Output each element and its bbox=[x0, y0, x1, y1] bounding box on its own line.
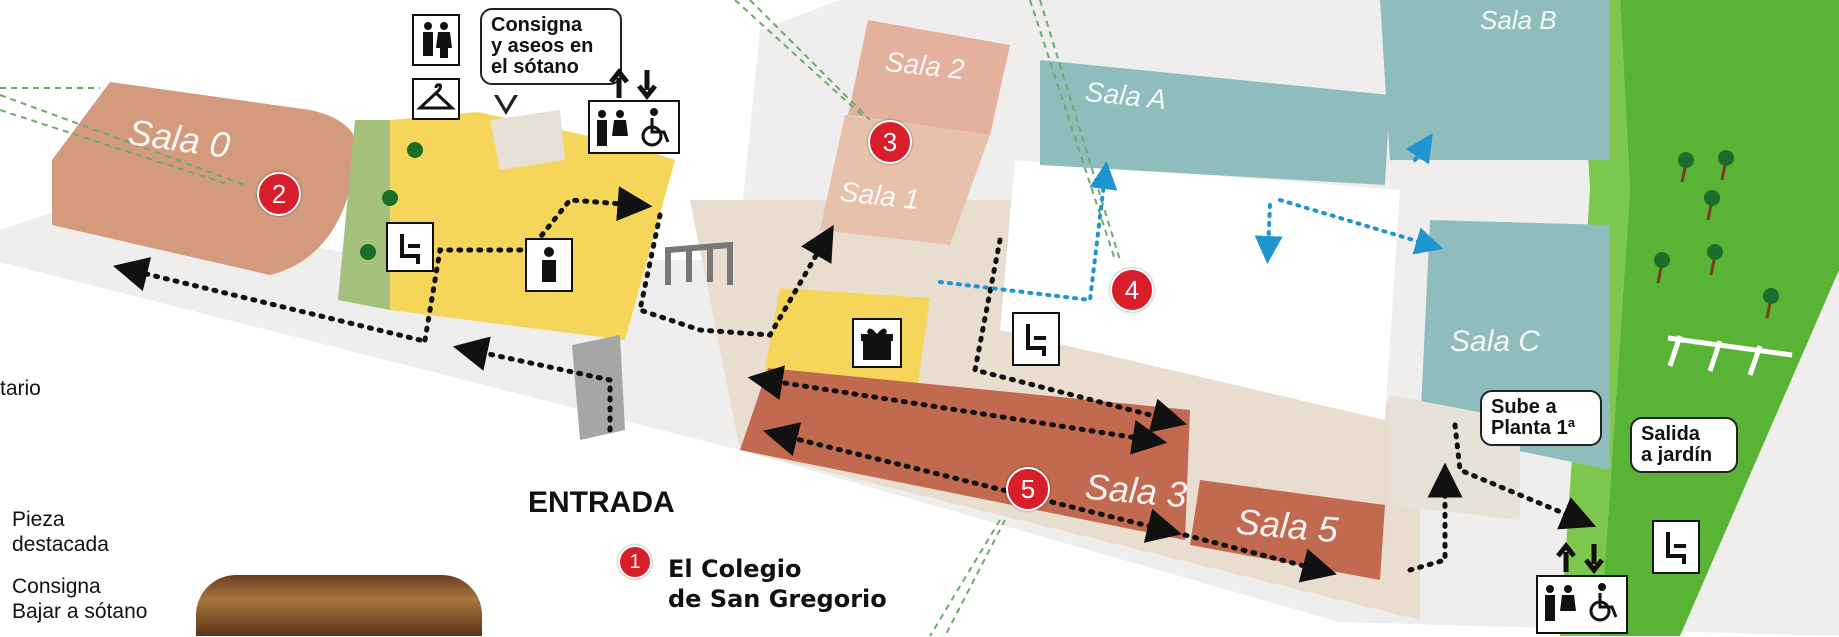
legend-pieza: Pieza destacada bbox=[12, 508, 109, 556]
elevator-icon bbox=[605, 67, 661, 105]
wheelchair-icon bbox=[1589, 583, 1618, 622]
seat-icon-garden bbox=[1652, 520, 1700, 574]
tree-icon bbox=[1654, 252, 1670, 284]
sala-0-side-strip bbox=[338, 120, 390, 310]
staircase-shape bbox=[490, 110, 565, 170]
tree-icon bbox=[1678, 152, 1694, 183]
sube-callout: Sube a Planta 1ª bbox=[1480, 390, 1602, 446]
accessible-route bbox=[938, 133, 1444, 303]
entrance-block bbox=[572, 335, 625, 440]
room-label-sala-b: Sala B bbox=[1480, 5, 1557, 35]
salida-callout: Salida a jardín bbox=[1630, 417, 1738, 473]
wheelchair-icon bbox=[641, 108, 670, 147]
room-label-sala-3: Sala 3 bbox=[1083, 465, 1189, 516]
fence-icon bbox=[1667, 335, 1793, 376]
tree-icon bbox=[407, 142, 423, 158]
sala-0-room bbox=[52, 82, 359, 275]
information-icon bbox=[525, 238, 573, 292]
building-title: El Colegio de San Gregorio bbox=[668, 555, 887, 613]
gift-shop-icon bbox=[852, 318, 902, 368]
seat-icon-corridor bbox=[1012, 312, 1060, 366]
tree-icon bbox=[382, 190, 398, 206]
toilets-elevator-icon bbox=[588, 100, 680, 154]
marker-3[interactable]: 3 bbox=[868, 120, 912, 164]
leader-lines bbox=[0, 0, 1121, 636]
seat-icon bbox=[386, 222, 434, 272]
tree-icon bbox=[1718, 150, 1734, 181]
sala-a-room bbox=[1040, 60, 1390, 185]
entrance-label: ENTRADA bbox=[528, 486, 675, 519]
sala-b-room bbox=[1380, 0, 1610, 160]
marker-1[interactable]: 1 bbox=[618, 545, 652, 579]
marker-2[interactable]: 2 bbox=[257, 172, 301, 216]
legend-tario: tario bbox=[0, 377, 41, 400]
featured-piece-image bbox=[196, 575, 482, 636]
marker-5[interactable]: 5 bbox=[1006, 467, 1050, 511]
hall-yellow bbox=[390, 112, 675, 340]
tree-icon bbox=[1707, 244, 1723, 276]
toilets-icon bbox=[412, 14, 460, 66]
garden bbox=[1600, 0, 1839, 636]
room-label-sala-c: Sala C bbox=[1450, 325, 1541, 358]
toilets-elevator-icon-2 bbox=[1536, 575, 1628, 634]
marker-4[interactable]: 4 bbox=[1110, 268, 1154, 312]
trees bbox=[360, 142, 1779, 319]
legend-bajar: Bajar a sótano bbox=[12, 600, 148, 623]
tree-icon bbox=[360, 244, 376, 260]
cloakroom-icon bbox=[412, 78, 460, 120]
sala-2-room bbox=[848, 20, 1010, 135]
room-label-sala-5: Sala 5 bbox=[1234, 500, 1340, 551]
callout-pointer-inner bbox=[498, 95, 514, 109]
tree-icon bbox=[1704, 190, 1720, 221]
tree-icon bbox=[1763, 288, 1779, 319]
consigna-callout: Consigna y aseos en el sótano bbox=[480, 8, 622, 85]
elevator-icon-2 bbox=[1552, 541, 1608, 579]
legend-consigna: Consigna bbox=[12, 575, 101, 598]
sala-1-room bbox=[820, 115, 990, 245]
gate-icon bbox=[665, 241, 733, 285]
